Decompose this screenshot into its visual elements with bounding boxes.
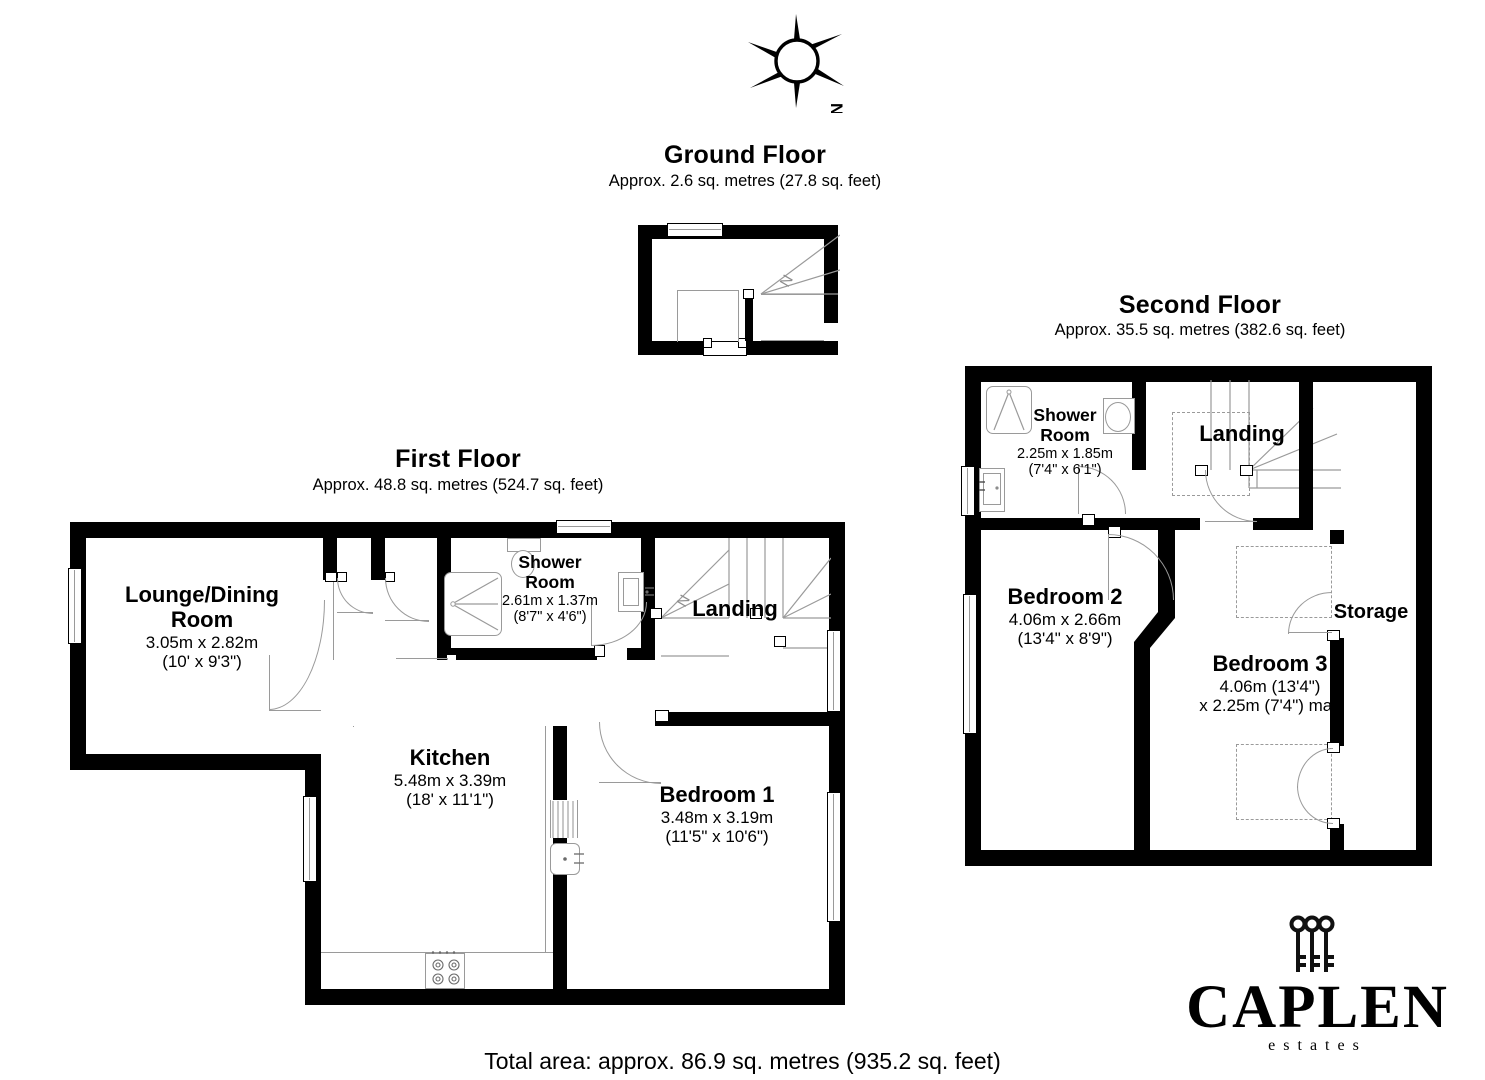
compass-north-letter: N xyxy=(827,103,846,113)
ground-floor-title: Ground Floor xyxy=(663,141,827,169)
room-name-line1: Kitchen xyxy=(409,745,491,770)
room-label-lounge-dining: Lounge/Dining Room 3.05m x 2.82m (10' x … xyxy=(65,582,339,671)
room-label-landing-first: Landing xyxy=(660,596,810,622)
room-dim-imperial: (11'5" x 10'6") xyxy=(665,827,769,847)
room-dim-metric: 3.05m x 2.82m xyxy=(145,632,259,652)
room-name-line1: Bedroom 1 xyxy=(659,782,775,807)
room-name-line2: Room xyxy=(1040,424,1090,445)
room-dim-metric: 4.06m x 2.66m xyxy=(1008,609,1122,629)
ground-floor-subtitle: Approx. 2.6 sq. metres (27.8 sq. feet) xyxy=(608,172,882,190)
room-dim-metric: 2.25m x 1.85m xyxy=(1017,445,1113,462)
first-floor-title: First Floor xyxy=(395,445,521,473)
room-name-line1: Shower xyxy=(1033,405,1097,425)
room-name-line1: Shower xyxy=(518,552,582,572)
room-dim-imperial: (18' x 11'1") xyxy=(406,790,494,810)
room-name-line1: Bedroom 3 xyxy=(1212,651,1328,676)
brand-tagline: estates xyxy=(1268,1037,1367,1054)
room-dim-imperial: (13'4" x 8'9") xyxy=(1017,629,1113,649)
second-floor-subtitle: Approx. 35.5 sq. metres (382.6 sq. feet) xyxy=(1054,321,1346,339)
room-dim-metric: 5.48m x 3.39m xyxy=(393,770,507,790)
compass-rose: N xyxy=(744,8,854,115)
three-keys-icon xyxy=(1288,915,1350,975)
room-dim-metric: 2.61m x 1.37m xyxy=(502,592,598,609)
room-dim-imperial: (8'7" x 4'6") xyxy=(513,608,587,625)
room-dim-imperial: (10' x 9'3") xyxy=(162,651,242,671)
second-floor-title: Second Floor xyxy=(1118,291,1282,319)
brand-logo: CAPLEN estates xyxy=(1180,915,1455,1054)
room-label-bedroom-3: Bedroom 3 4.06m (13'4") x 2.25m (7'4") m… xyxy=(1160,651,1380,716)
room-dim-imperial: (7'4" x 6'1") xyxy=(1028,461,1102,478)
room-label-shower-room-first: Shower Room 2.61m x 1.37m (8'7" x 4'6") xyxy=(470,552,630,625)
room-name-line2: Room xyxy=(170,606,234,632)
room-name-line1: Bedroom 2 xyxy=(1007,584,1123,609)
brand-name: CAPLEN xyxy=(1186,974,1449,1041)
room-dim-metric: 3.48m x 3.19m xyxy=(660,807,774,827)
first-floor-subtitle: Approx. 48.8 sq. metres (524.7 sq. feet) xyxy=(312,476,604,494)
room-label-shower-room-second: Shower Room 2.25m x 1.85m (7'4" x 6'1") xyxy=(985,405,1145,478)
room-name-line1: Lounge/Dining xyxy=(125,582,279,607)
room-name-line1: Landing xyxy=(1199,421,1285,446)
room-label-bedroom-1: Bedroom 1 3.48m x 3.19m (11'5" x 10'6") xyxy=(617,782,817,847)
room-name-line2: Room xyxy=(525,571,575,592)
room-name-line1: Storage xyxy=(1333,601,1409,623)
room-name-line1: Landing xyxy=(692,596,778,621)
room-label-bedroom-2: Bedroom 2 4.06m x 2.66m (13'4" x 8'9") xyxy=(965,584,1165,649)
room-dim-imperial: x 2.25m (7'4") max xyxy=(1199,696,1341,716)
room-label-storage: Storage xyxy=(1296,601,1446,624)
room-label-landing-second: Landing xyxy=(1117,421,1367,447)
total-area-text: Total area: approx. 86.9 sq. metres (935… xyxy=(484,1048,1001,1074)
room-label-kitchen: Kitchen 5.48m x 3.39m (18' x 11'1") xyxy=(362,745,538,810)
room-dim-metric: 4.06m (13'4") xyxy=(1219,676,1321,696)
